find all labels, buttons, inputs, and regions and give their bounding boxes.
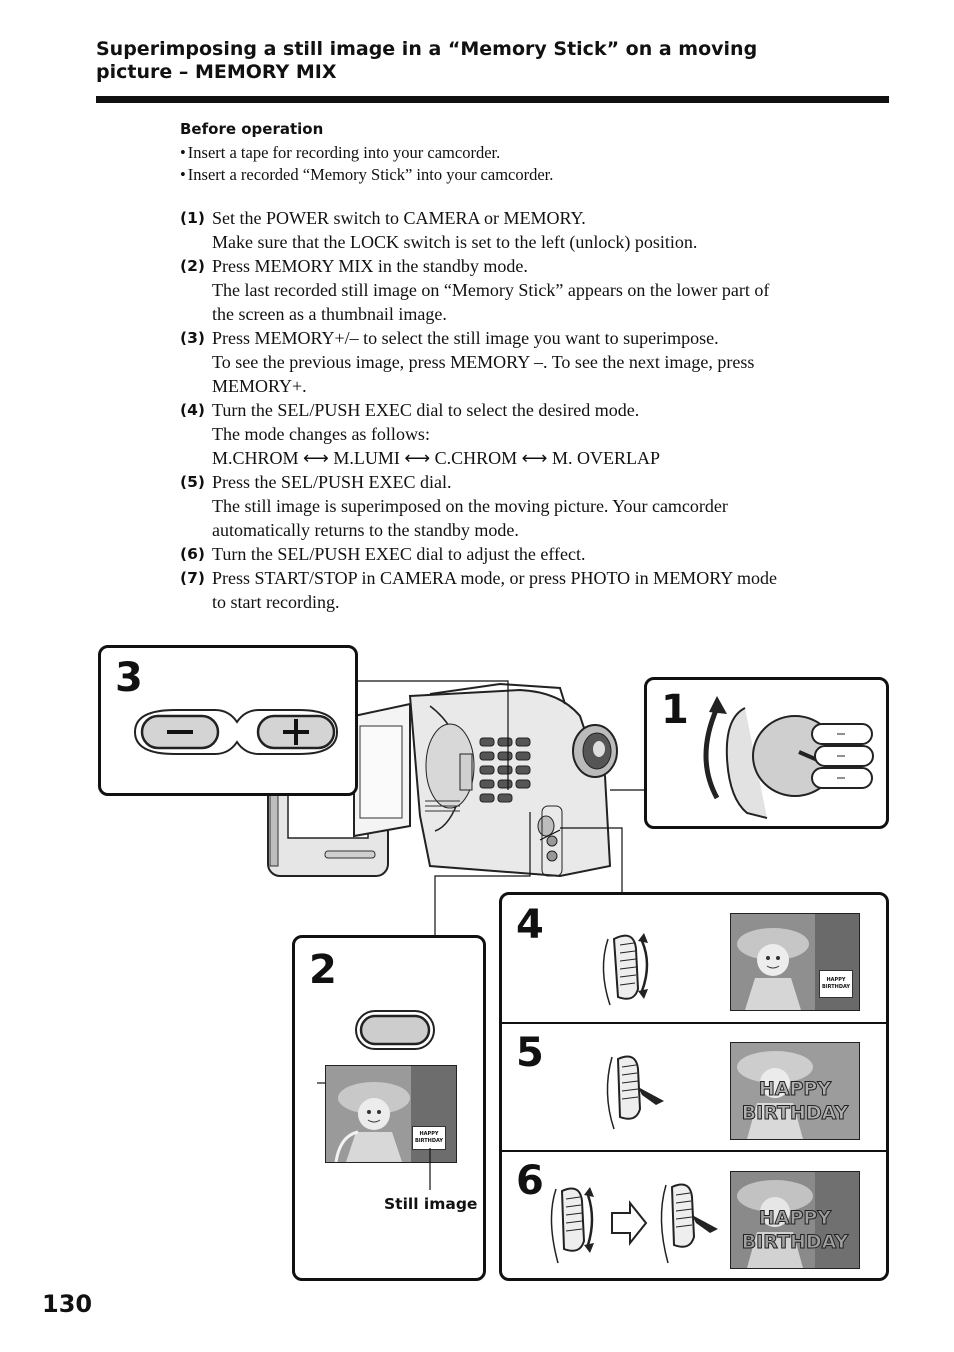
section-title-line-2: picture – MEMORY MIX (96, 61, 337, 83)
sel-push-exec-dial-turn-icon (602, 933, 649, 1006)
step-line: Press the SEL/PUSH EXEC dial. (212, 472, 452, 492)
step-line: The mode changes as follows: (212, 424, 430, 444)
title-rule (96, 96, 889, 103)
overlay-text-line: BIRTHDAY (741, 1231, 849, 1254)
step-number: (3) (180, 329, 205, 347)
inset-text: HAPPY (826, 977, 846, 983)
page-number: 130 (42, 1290, 93, 1318)
inset-text: BIRTHDAY (414, 1138, 444, 1144)
step-line: Press MEMORY+/– to select the still imag… (212, 328, 719, 348)
step-line: Turn the SEL/PUSH EXEC dial to select th… (212, 400, 640, 420)
before-operation-heading: Before operation (180, 120, 324, 138)
figure-panel-2: 2 HAPPY BIRTHDAY (292, 935, 486, 1281)
overlay-text: HAPPY BIRTHDAY (731, 1077, 859, 1125)
panel-step-number: 3 (115, 655, 143, 701)
panel-step-number: 2 (309, 947, 337, 993)
procedure-steps: (1) Set the POWER switch to CAMERA or ME… (180, 206, 880, 614)
panel-step-number: 4 (516, 902, 544, 948)
step-4: (4) Turn the SEL/PUSH EXEC dial to selec… (180, 398, 880, 470)
panel-divider (502, 1150, 886, 1152)
step-number: (1) (180, 209, 205, 227)
step-number: (4) (180, 401, 205, 419)
still-image-label: Still image (384, 1195, 478, 1213)
preview-photo-adjusted: HAPPY BIRTHDAY (730, 1171, 860, 1269)
preview-photo-superimposed: HAPPY BIRTHDAY (730, 1042, 860, 1140)
step-number: (5) (180, 473, 205, 491)
figure-panel-3: 3 (98, 645, 358, 796)
lcd-thumbnail-photo: HAPPY BIRTHDAY (325, 1065, 457, 1163)
step-5: (5) Press the SEL/PUSH EXEC dial. The st… (180, 470, 880, 542)
step-line: To see the previous image, press MEMORY … (212, 352, 755, 372)
memory-mix-button-illustration (355, 1010, 435, 1050)
overlay-text-line: BIRTHDAY (741, 1102, 849, 1125)
step-line: Press MEMORY MIX in the standby mode. (212, 256, 528, 276)
step-line: Turn the SEL/PUSH EXEC dial to adjust th… (212, 544, 586, 564)
step-line: The last recorded still image on “Memory… (212, 280, 770, 300)
step-line: Press START/STOP in CAMERA mode, or pres… (212, 568, 778, 588)
still-image-pointer (317, 1082, 431, 1190)
memory-mix-button (359, 1014, 431, 1046)
step-number: (2) (180, 257, 205, 275)
step-6: (6) Turn the SEL/PUSH EXEC dial to adjus… (180, 542, 880, 566)
step-line: MEMORY+. (212, 376, 307, 396)
step-line: automatically returns to the standby mod… (212, 520, 519, 540)
preview-photo-mode-select: HAPPY BIRTHDAY (730, 913, 860, 1011)
plus-icon (294, 719, 298, 745)
step-line: M.CHROM ⟷ M.LUMI ⟷ C.CHROM ⟷ M. OVERLAP (212, 448, 660, 468)
panel-step-number: 1 (661, 687, 689, 733)
sel-push-exec-dial-adjust-icon (550, 1183, 718, 1264)
section-title: Superimposing a still image in a “Memory… (96, 38, 886, 84)
step-line: The still image is superimposed on the m… (212, 496, 728, 516)
figure-panel-1: 1 (644, 677, 889, 829)
step-7: (7) Press START/STOP in CAMERA mode, or … (180, 566, 880, 614)
step-3: (3) Press MEMORY+/– to select the still … (180, 326, 880, 398)
step-line: Make sure that the LOCK switch is set to… (212, 232, 698, 252)
panel-divider (502, 1022, 886, 1024)
memory-buttons-illustration (133, 709, 339, 755)
step-number: (7) (180, 569, 205, 587)
overlay-text: HAPPY BIRTHDAY (731, 1206, 859, 1254)
before-operation-list: Insert a tape for recording into your ca… (180, 142, 554, 186)
inset-text: BIRTHDAY (821, 984, 851, 990)
power-switch-illustration (703, 696, 874, 819)
step-2: (2) Press MEMORY MIX in the standby mode… (180, 254, 880, 326)
before-operation-bullet: Insert a tape for recording into your ca… (180, 142, 553, 164)
step-line: to start recording. (212, 592, 340, 612)
panel-step-number: 5 (516, 1030, 544, 1076)
next-arrow-icon (611, 1200, 648, 1246)
thumbnail-inset: HAPPY BIRTHDAY (412, 1126, 446, 1150)
panel-step-number: 6 (516, 1158, 544, 1204)
minus-icon (167, 730, 193, 734)
step-number: (6) (180, 545, 205, 563)
thumbnail-inset: HAPPY BIRTHDAY (819, 970, 853, 998)
step-line: Set the POWER switch to CAMERA or MEMORY… (212, 208, 586, 228)
before-operation-bullet: Insert a recorded “Memory Stick” into yo… (180, 164, 554, 186)
figure-panel-4-5-6: 4 5 6 (499, 892, 889, 1281)
step-1: (1) Set the POWER switch to CAMERA or ME… (180, 206, 880, 254)
overlay-text-line: HAPPY (758, 1207, 832, 1230)
sel-push-exec-dial-press-icon (606, 1055, 664, 1130)
step-line: the screen as a thumbnail image. (212, 304, 447, 324)
section-title-line-1: Superimposing a still image in a “Memory… (96, 38, 758, 60)
overlay-text-line: HAPPY (758, 1078, 832, 1101)
inset-text: HAPPY (419, 1131, 439, 1137)
